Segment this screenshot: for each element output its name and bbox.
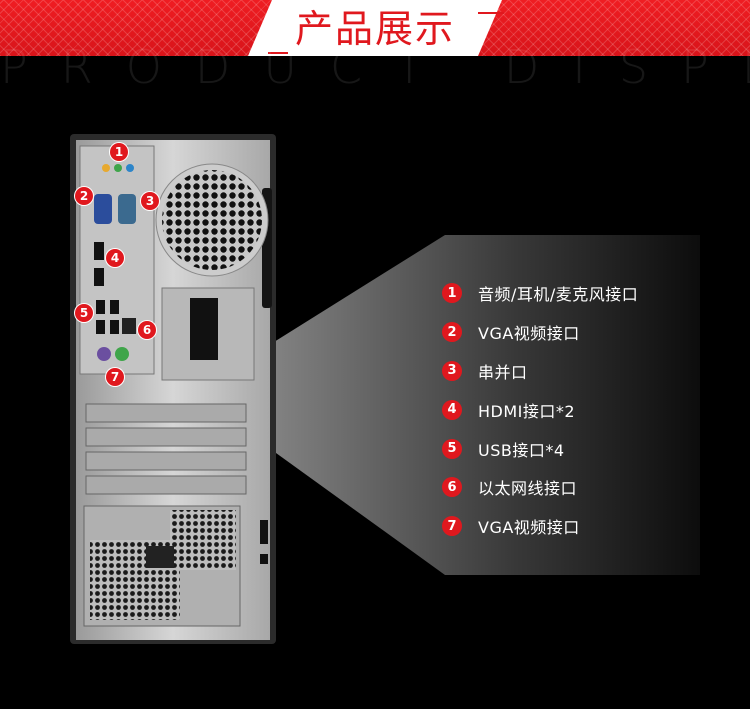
callout-1: 1 — [110, 143, 128, 161]
legend-label: 以太网线接口 — [478, 479, 578, 499]
legend-item: 6 以太网线接口 — [442, 468, 742, 507]
legend-number-badge: 3 — [442, 360, 462, 381]
legend-item: 4 HDMI接口*2 — [442, 390, 742, 429]
legend-label: VGA视频接口 — [478, 324, 580, 344]
legend-number-badge: 2 — [442, 322, 462, 343]
port-legend: 1 音频/耳机/麦克风接口 2 VGA视频接口 3 串并口 4 HDMI接口*2… — [442, 274, 742, 546]
legend-label: 串并口 — [478, 362, 528, 382]
legend-number-badge: 7 — [442, 516, 462, 537]
title-underline-right — [478, 12, 504, 14]
callout-2: 2 — [75, 187, 93, 205]
callout-4: 4 — [106, 249, 124, 267]
legend-number-badge: 6 — [442, 477, 462, 498]
legend-item: 5 USB接口*4 — [442, 429, 742, 468]
legend-label: 音频/耳机/麦克风接口 — [478, 285, 639, 305]
legend-label: USB接口*4 — [478, 440, 565, 460]
callout-5: 5 — [75, 304, 93, 322]
legend-number-badge: 5 — [442, 438, 462, 459]
legend-label: HDMI接口*2 — [478, 401, 576, 421]
callout-7: 7 — [106, 368, 124, 386]
pc-case-rear-illustration — [70, 134, 276, 644]
callout-6: 6 — [138, 321, 156, 339]
legend-number-badge: 1 — [442, 283, 462, 304]
legend-label: VGA视频接口 — [478, 518, 580, 538]
legend-number-badge: 4 — [442, 399, 462, 420]
page-title: 产品展示 — [294, 7, 455, 51]
title-underline-left — [268, 52, 288, 54]
legend-item: 2 VGA视频接口 — [442, 313, 742, 352]
callout-3: 3 — [141, 192, 159, 210]
legend-item: 1 音频/耳机/麦克风接口 — [442, 274, 742, 313]
legend-item: 3 串并口 — [442, 352, 742, 391]
header-banner — [0, 0, 750, 56]
legend-item: 7 VGA视频接口 — [442, 507, 742, 546]
header-title-panel — [248, 0, 502, 56]
header-watermark: PRODUCT DISPLAY — [0, 40, 750, 94]
